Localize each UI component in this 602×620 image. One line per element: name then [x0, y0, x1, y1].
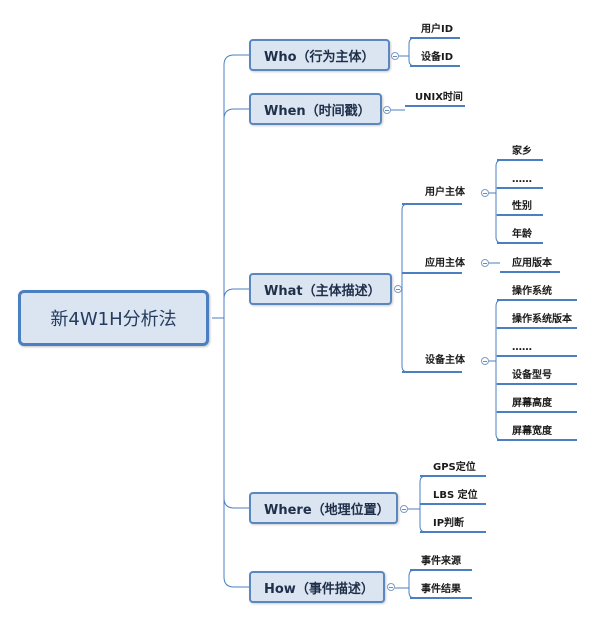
root-node[interactable]: 新4W1H分析法 [18, 290, 209, 346]
leaf-os-version[interactable]: 操作系统版本 [512, 314, 572, 325]
leaf-gps-location[interactable]: GPS定位 [433, 462, 476, 473]
category-node-who[interactable]: Who（行为主体） [249, 39, 390, 71]
leaf-app-version[interactable]: 应用版本 [512, 258, 552, 269]
leaf-user-id[interactable]: 用户ID [421, 24, 454, 35]
collapse-toggle-what-icon[interactable] [394, 285, 402, 293]
leaf-device-model[interactable]: 设备型号 [512, 370, 552, 381]
subgroup-app-subject[interactable]: 应用主体 [425, 258, 465, 269]
leaf-os[interactable]: 操作系统 [512, 286, 552, 297]
subgroup-user-subject[interactable]: 用户主体 [425, 187, 465, 198]
leaf-gender[interactable]: 性别 [512, 201, 532, 212]
category-node-how[interactable]: How（事件描述） [249, 571, 385, 603]
category-label-where: Where（地理位置） [264, 502, 390, 518]
leaf-event-result[interactable]: 事件结果 [421, 584, 461, 595]
collapse-toggle-device-subject-icon[interactable] [481, 357, 489, 365]
collapse-toggle-where-icon[interactable] [400, 505, 408, 513]
collapse-toggle-when-icon[interactable] [383, 106, 391, 114]
category-node-where[interactable]: Where（地理位置） [249, 492, 398, 524]
leaf-ellipsis-device[interactable]: …… [512, 342, 532, 353]
leaf-lbs-location[interactable]: LBS 定位 [433, 490, 478, 501]
category-connector-3 [223, 108, 249, 120]
collapse-toggle-how-icon[interactable] [387, 583, 395, 591]
root-node-label: 新4W1H分析法 [50, 309, 177, 330]
leaf-age[interactable]: 年龄 [512, 229, 532, 240]
leaf-device-id[interactable]: 设备ID [421, 52, 454, 63]
category-connector-6 [223, 576, 249, 588]
leaf-ip-detection[interactable]: IP判断 [433, 518, 465, 529]
collapse-toggle-app-subject-icon[interactable] [481, 259, 489, 267]
category-connector-2 [223, 54, 249, 66]
leaf-ellipsis-user[interactable]: …… [512, 174, 532, 185]
leaf-hometown[interactable]: 家乡 [512, 146, 532, 157]
category-connector-5 [223, 497, 249, 509]
collapse-toggle-user-subject-icon[interactable] [481, 189, 489, 197]
leaf-event-source[interactable]: 事件来源 [421, 556, 461, 567]
category-node-when[interactable]: When（时间戳） [249, 93, 382, 125]
category-label-who: Who（行为主体） [264, 49, 375, 65]
leaf-screen-height[interactable]: 屏幕高度 [512, 398, 552, 409]
category-label-what: What（主体描述） [264, 283, 381, 299]
subgroup-device-subject[interactable]: 设备主体 [425, 355, 465, 366]
leaf-unix-time[interactable]: UNIX时间 [415, 92, 463, 103]
leaf-screen-width[interactable]: 屏幕宽度 [512, 426, 552, 437]
category-label-when: When（时间戳） [264, 103, 371, 119]
category-connector-4 [223, 288, 249, 300]
category-label-how: How（事件描述） [264, 581, 374, 597]
category-node-what[interactable]: What（主体描述） [249, 273, 392, 305]
collapse-toggle-who-icon[interactable] [391, 52, 399, 60]
